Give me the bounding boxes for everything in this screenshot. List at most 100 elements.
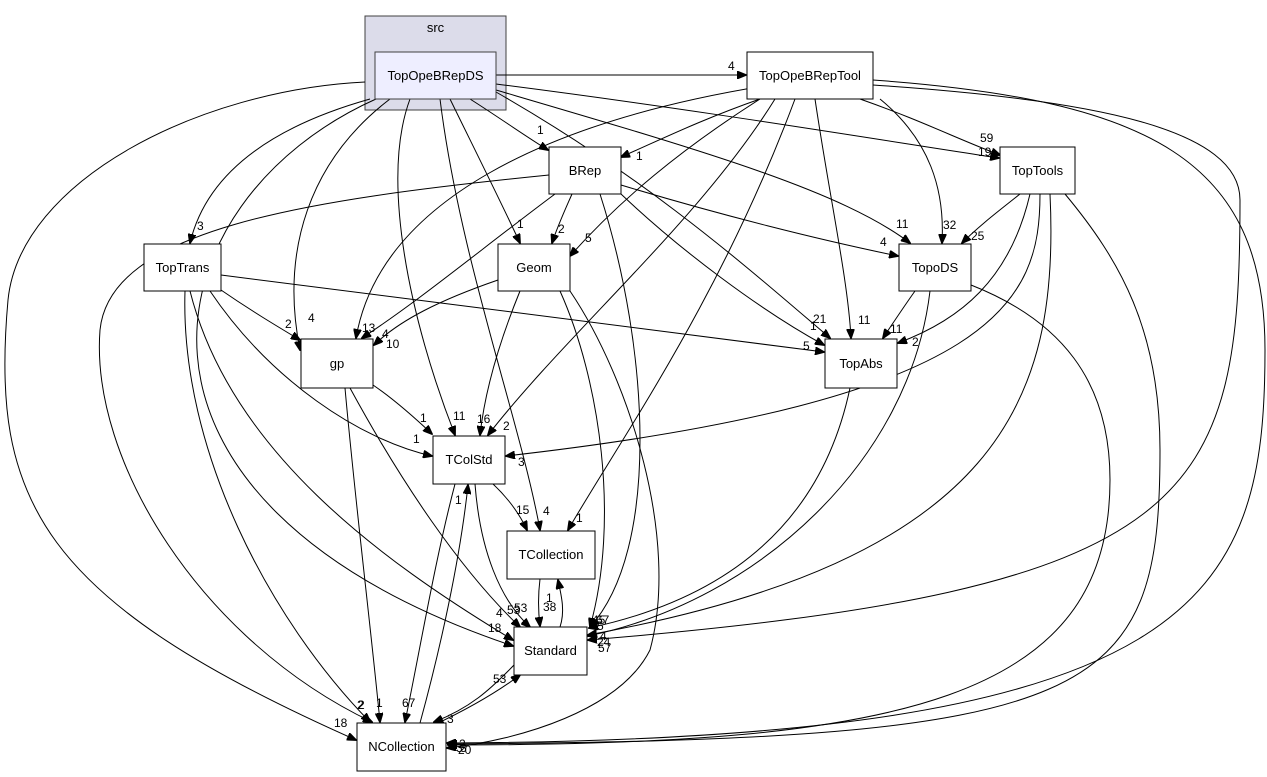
edge-label[interactable]: 13	[362, 321, 376, 335]
edge-label[interactable]: 4	[496, 606, 503, 620]
edge-topopebrepds-to-geom	[449, 98, 520, 243]
node-label: NCollection	[368, 739, 434, 754]
edge-label[interactable]: 2	[285, 317, 292, 331]
edge-label[interactable]: 18	[488, 621, 502, 635]
edge-label[interactable]: 38	[543, 600, 557, 614]
node-ncollection[interactable]: NCollection	[356, 722, 447, 772]
edge-label[interactable]: 11	[858, 313, 871, 327]
edge-label[interactable]: 53	[514, 601, 528, 615]
edge-label[interactable]: 1	[376, 696, 383, 710]
edge-gp-to-standard	[349, 387, 520, 627]
edge-topopebreptool-to-ncollection	[447, 79, 1266, 743]
edge-topabs-to-standard	[589, 387, 851, 628]
edge-topods-to-ncollection	[448, 284, 1111, 745]
edge-label[interactable]: 10	[386, 337, 400, 351]
edge-label[interactable]: 2	[357, 698, 364, 712]
edge-label[interactable]: 32	[943, 218, 957, 232]
edge-label[interactable]: 67	[596, 613, 610, 627]
node-gp[interactable]: gp	[300, 338, 374, 389]
edge-label[interactable]: 4	[543, 504, 550, 518]
edge-brep-to-geom	[552, 193, 573, 243]
cluster-label: src	[427, 20, 445, 35]
edge-label[interactable]: 3	[456, 741, 463, 755]
edge-label[interactable]: 25	[971, 229, 985, 243]
node-geom[interactable]: Geom	[497, 243, 571, 292]
edge-label[interactable]: 45	[592, 613, 606, 627]
edge-label[interactable]: 1	[420, 411, 427, 425]
node-topods[interactable]: TopoDS	[898, 243, 972, 292]
node-toptrans[interactable]: TopTrans	[143, 243, 222, 292]
edge-label[interactable]: 4	[382, 327, 389, 341]
edge-label[interactable]: 2	[459, 737, 466, 751]
edge-label[interactable]: 3	[197, 219, 204, 233]
node-tcolstd[interactable]: TColStd	[432, 435, 506, 485]
edge-label[interactable]: 1	[810, 319, 817, 333]
edge-label[interactable]: 1	[636, 149, 643, 163]
edge-label[interactable]: 1	[546, 591, 553, 605]
edge-label[interactable]: 21	[813, 312, 827, 326]
edge-topopebreptool-to-tcolstd	[488, 98, 776, 435]
node-label: Geom	[516, 260, 551, 275]
edge-label[interactable]: 4	[880, 235, 887, 249]
node-label: TopTrans	[156, 260, 210, 275]
node-topopebrepds[interactable]: TopOpeBRepDS	[374, 51, 497, 100]
node-label: TopOpeBRepTool	[759, 68, 861, 83]
edge-topopebreptool-to-standard	[588, 84, 1241, 640]
edge-label[interactable]: 18	[334, 716, 348, 730]
edge-label[interactable]: 1	[537, 123, 544, 137]
edge-label[interactable]: 5	[803, 339, 810, 353]
edge-topopebreptool-to-toptools	[859, 98, 1000, 155]
edge-label[interactable]: 57	[598, 641, 612, 655]
edge-label[interactable]: 1	[455, 493, 462, 507]
edge-label[interactable]: 11	[890, 322, 903, 336]
edge-topods-to-standard	[588, 290, 931, 636]
node-label: TCollection	[518, 547, 583, 562]
edge-label[interactable]: 2	[503, 419, 510, 433]
edge-label[interactable]: 5	[585, 231, 592, 245]
edge-label[interactable]: 3	[447, 712, 454, 726]
edge-label[interactable]: 20	[458, 743, 472, 757]
edge-label[interactable]: 5	[597, 619, 604, 633]
edge-label[interactable]: 4	[600, 629, 607, 643]
edge-geom-to-standard	[559, 290, 605, 627]
edge-topopebrepds-to-standard	[196, 98, 513, 646]
node-standard[interactable]: Standard	[513, 626, 588, 676]
node-label: gp	[330, 356, 344, 371]
node-brep[interactable]: BRep	[548, 146, 622, 195]
edge-label[interactable]: 53	[493, 672, 507, 686]
edge-toptools-to-ncollection	[448, 193, 1161, 744]
nodes: TopOpeBRepDS TopOpeBRepTool BRep TopTool…	[143, 51, 1076, 772]
edge-label[interactable]: 1	[576, 511, 583, 525]
edge-geom-to-ncollection	[447, 290, 660, 748]
edge-label[interactable]: 15	[516, 503, 530, 517]
edge-topopebrepds-to-toptrans	[190, 98, 371, 243]
edge-label[interactable]: 24	[597, 635, 611, 649]
edge-brep-to-gp	[362, 193, 556, 338]
node-topabs[interactable]: TopAbs	[824, 338, 898, 389]
edge-label[interactable]: 19	[978, 145, 992, 159]
edge-label[interactable]: 2	[912, 335, 919, 349]
edge-label[interactable]: 3	[518, 455, 525, 469]
edge-label[interactable]: 3	[460, 741, 467, 755]
edge-label[interactable]: 4	[728, 59, 735, 73]
edge-label[interactable]: 11	[453, 409, 466, 423]
edge-label[interactable]: 67	[402, 696, 416, 710]
edge-label[interactable]: 1	[517, 217, 524, 231]
edge-toptools-to-standard	[588, 193, 1052, 635]
edge-label[interactable]: 2	[558, 222, 565, 236]
edge-label[interactable]: 2	[358, 698, 365, 712]
edge-toptools-to-topods	[962, 193, 1021, 243]
edge-label[interactable]: 1	[413, 432, 420, 446]
edge-label[interactable]: 59	[980, 131, 994, 145]
edge-label[interactable]: 11	[896, 217, 909, 231]
node-label: TopAbs	[839, 356, 883, 371]
edge-label[interactable]: 16	[477, 412, 491, 426]
node-toptools[interactable]: TopTools	[999, 146, 1076, 195]
edge-label[interactable]: 4	[308, 311, 315, 325]
edge-topopebrepds-to-gp	[293, 98, 391, 350]
edge-ncollection-to-standard	[433, 675, 520, 726]
node-topopebreptool[interactable]: TopOpeBRepTool	[746, 51, 874, 100]
node-tcollection[interactable]: TCollection	[506, 530, 596, 580]
edge-label[interactable]: 53	[507, 603, 521, 617]
